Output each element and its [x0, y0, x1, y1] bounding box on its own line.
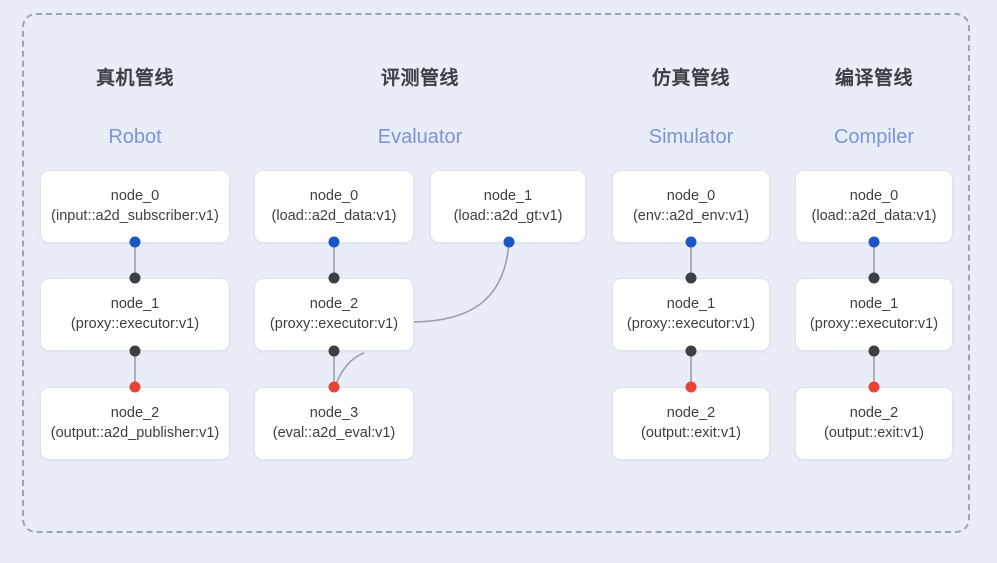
node-label-name: node_2 [849, 405, 899, 421]
node-label-type: (load::a2d_data:v1) [811, 208, 937, 224]
node-label-name: node_1 [666, 296, 716, 312]
port-in-dot-evaluator-3[interactable] [328, 381, 340, 393]
node-compiler-0[interactable]: node_0 (load::a2d_data:v1) [795, 170, 953, 243]
port-out-dot-simulator-1[interactable] [685, 345, 697, 357]
port-out-dot-simulator-0[interactable] [685, 236, 697, 248]
column-title-en-simulator: Simulator [648, 126, 734, 148]
node-label-type: (input::a2d_subscriber:v1) [51, 208, 219, 224]
port-in-dot-compiler-2[interactable] [868, 381, 880, 393]
node-simulator-2[interactable]: node_2 (output::exit:v1) [612, 387, 770, 460]
node-label-name: node_0 [309, 188, 359, 204]
node-label-name: node_1 [110, 296, 160, 312]
node-label-name: node_2 [666, 405, 716, 421]
port-out-dot-robot-1[interactable] [129, 345, 141, 357]
node-evaluator-2[interactable]: node_2 (proxy::executor:v1) [254, 278, 414, 351]
node-compiler-1[interactable]: node_1 (proxy::executor:v1) [795, 278, 953, 351]
node-label-name: node_3 [309, 405, 359, 421]
node-simulator-1[interactable]: node_1 (proxy::executor:v1) [612, 278, 770, 351]
node-label-name: node_1 [483, 188, 533, 204]
port-out-dot-robot-0[interactable] [129, 236, 141, 248]
column-title-en-compiler: Compiler [833, 126, 915, 148]
port-in-dot-robot-1[interactable] [129, 272, 141, 284]
port-in-dot-simulator-2[interactable] [685, 381, 697, 393]
node-label-type: (load::a2d_gt:v1) [453, 208, 563, 224]
port-out-dot-compiler-0[interactable] [868, 236, 880, 248]
node-label-type: (proxy::executor:v1) [809, 316, 939, 332]
node-label-name: node_0 [110, 188, 160, 204]
node-label-type: (proxy::executor:v1) [626, 316, 756, 332]
node-evaluator-0[interactable]: node_0 (load::a2d_data:v1) [254, 170, 414, 243]
port-in-dot-simulator-1[interactable] [685, 272, 697, 284]
node-label-type: (proxy::executor:v1) [269, 316, 399, 332]
node-label-name: node_0 [666, 188, 716, 204]
node-label-type: (proxy::executor:v1) [70, 316, 200, 332]
port-out-dot-evaluator-2[interactable] [328, 345, 340, 357]
node-robot-1[interactable]: node_1 (proxy::executor:v1) [40, 278, 230, 351]
node-evaluator-1[interactable]: node_1 (load::a2d_gt:v1) [430, 170, 586, 243]
column-title-en-evaluator: Evaluator [377, 126, 463, 148]
port-out-dot-compiler-1[interactable] [868, 345, 880, 357]
node-compiler-2[interactable]: node_2 (output::exit:v1) [795, 387, 953, 460]
node-label-name: node_2 [309, 296, 359, 312]
node-label-type: (output::a2d_publisher:v1) [50, 425, 220, 441]
node-label-type: (load::a2d_data:v1) [271, 208, 397, 224]
column-title-cn-evaluator: 评测管线 [380, 68, 460, 89]
node-robot-2[interactable]: node_2 (output::a2d_publisher:v1) [40, 387, 230, 460]
column-title-cn-robot: 真机管线 [95, 68, 175, 89]
port-in-dot-robot-2[interactable] [129, 381, 141, 393]
node-label-type: (output::exit:v1) [824, 425, 924, 441]
node-label-type: (eval::a2d_eval:v1) [272, 425, 396, 441]
node-label-type: (output::exit:v1) [641, 425, 741, 441]
node-label-type: (env::a2d_env:v1) [632, 208, 750, 224]
node-evaluator-3[interactable]: node_3 (eval::a2d_eval:v1) [254, 387, 414, 460]
port-out-dot-evaluator-0[interactable] [328, 236, 340, 248]
column-title-cn-simulator: 仿真管线 [651, 68, 731, 89]
node-label-name: node_1 [849, 296, 899, 312]
node-label-name: node_0 [849, 188, 899, 204]
port-in-dot-evaluator-2[interactable] [328, 272, 340, 284]
diagram-dashed-frame [22, 13, 970, 533]
node-robot-0[interactable]: node_0 (input::a2d_subscriber:v1) [40, 170, 230, 243]
port-out-dot-evaluator-1[interactable] [503, 236, 515, 248]
port-in-dot-compiler-1[interactable] [868, 272, 880, 284]
node-simulator-0[interactable]: node_0 (env::a2d_env:v1) [612, 170, 770, 243]
node-label-name: node_2 [110, 405, 160, 421]
column-title-en-robot: Robot [108, 126, 162, 148]
column-title-cn-compiler: 编译管线 [834, 68, 914, 89]
